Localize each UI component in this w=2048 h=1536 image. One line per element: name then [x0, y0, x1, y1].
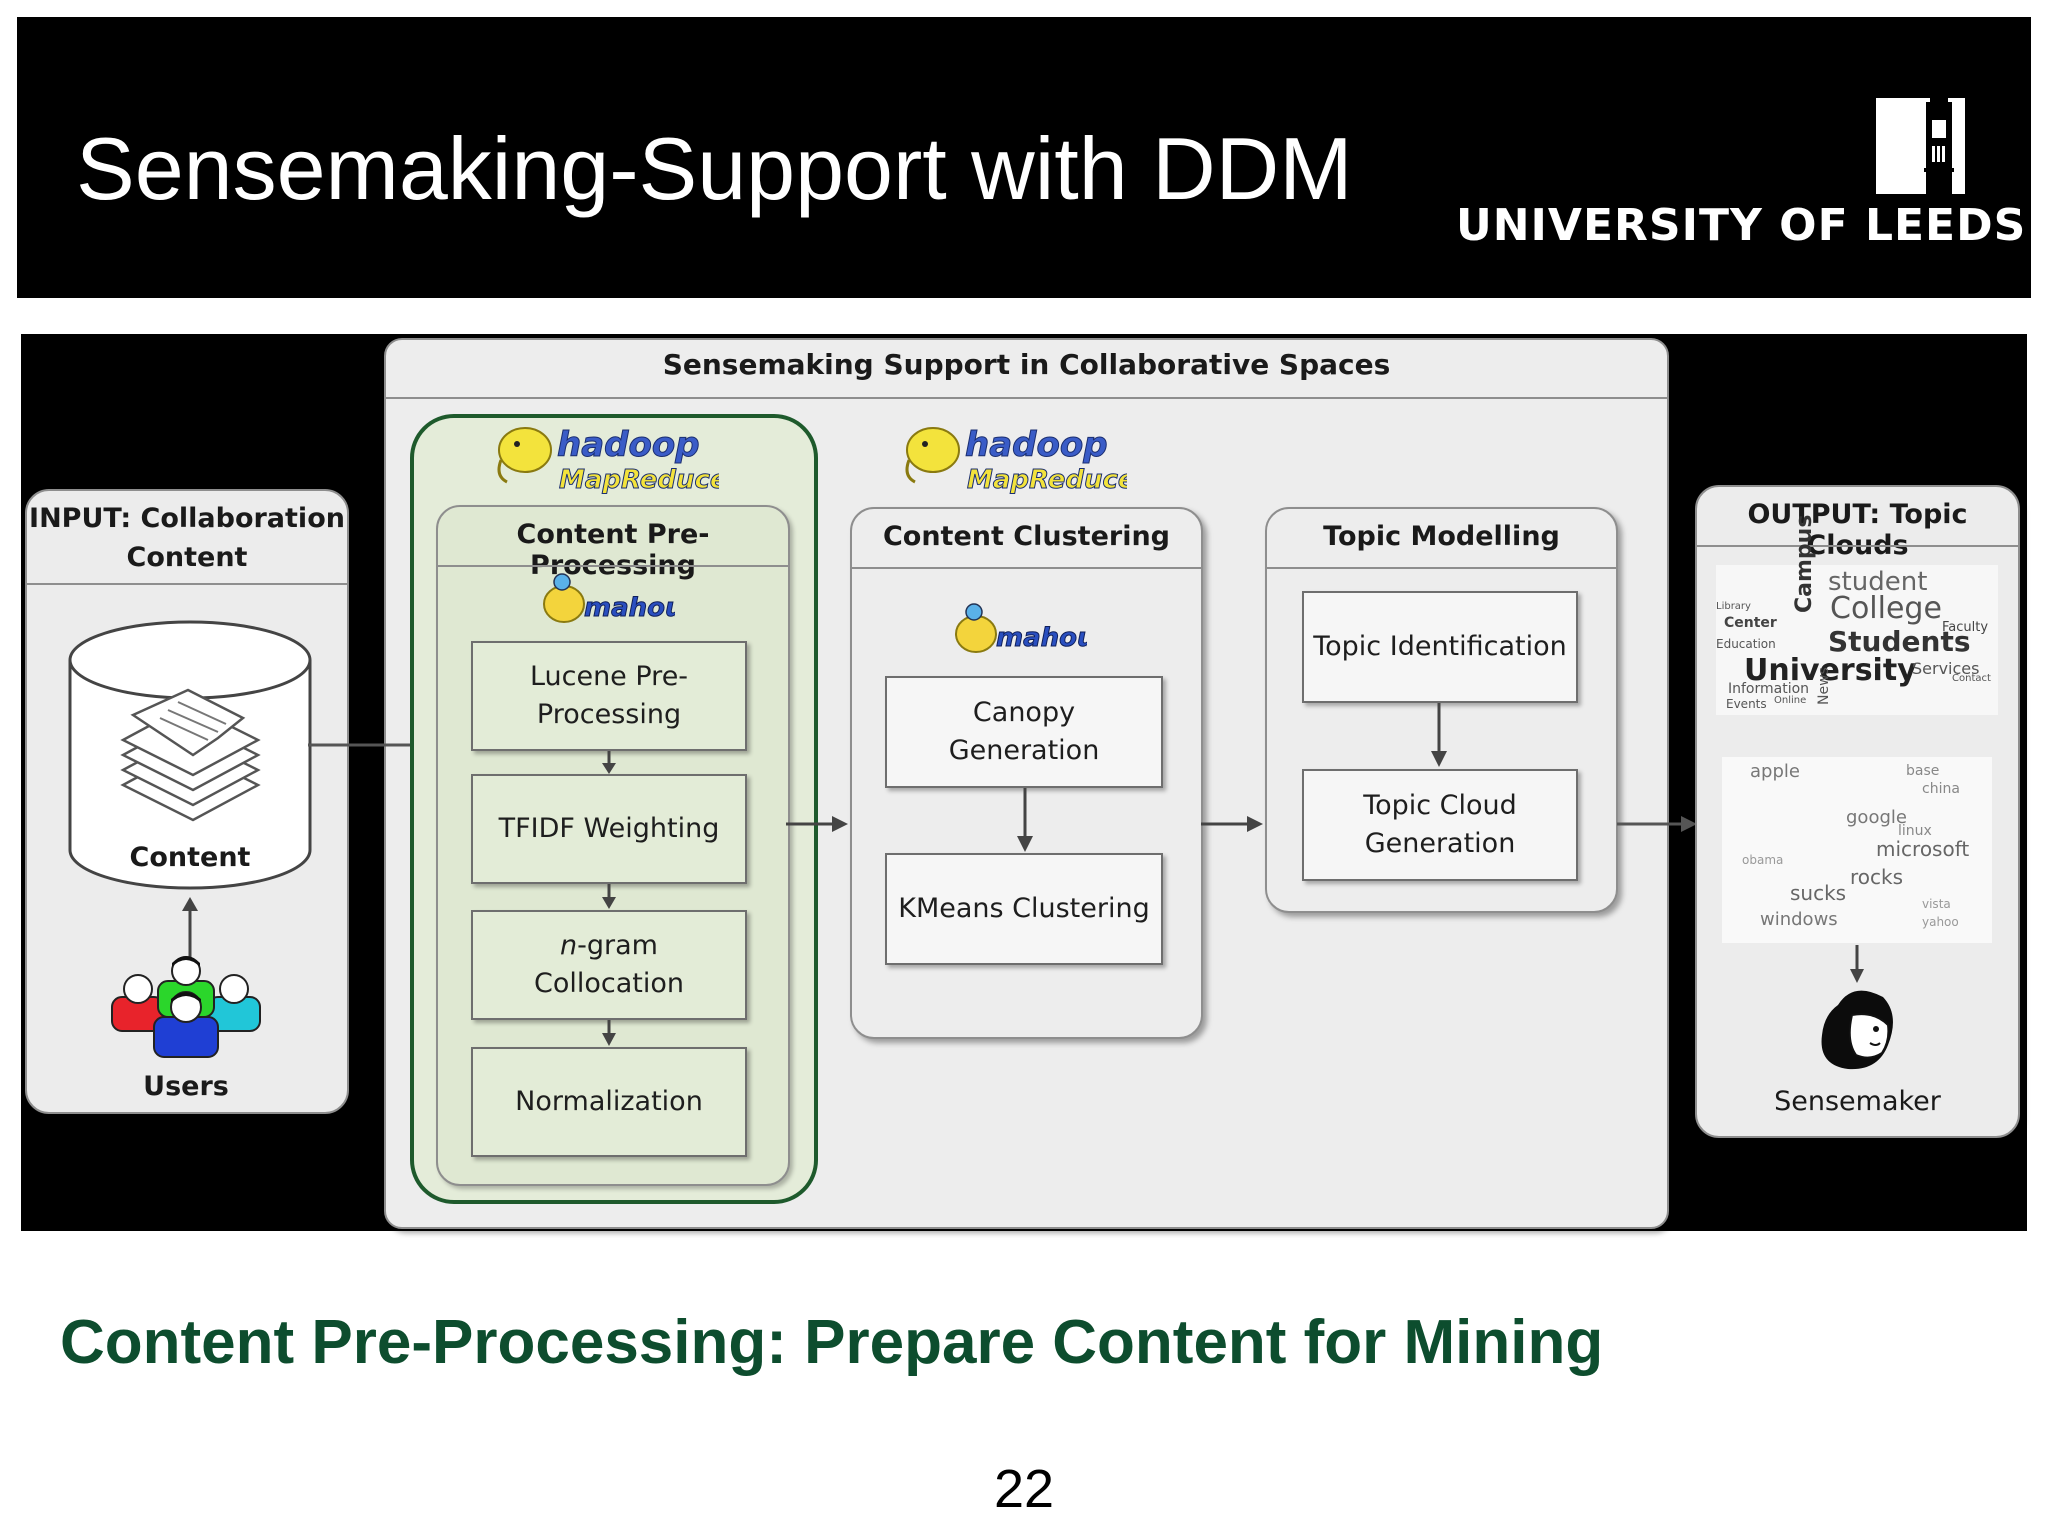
lucene-line1: Lucene Pre-	[529, 661, 689, 693]
cloud1-word: Contact	[1952, 673, 1991, 684]
clustering-title: Content Clustering	[882, 521, 1171, 552]
sensemaker-icon	[1821, 990, 1893, 1070]
kmeans-clustering-box: KMeans Clustering	[885, 853, 1163, 965]
users-icon	[111, 956, 261, 1058]
cloud2-word: linux	[1898, 823, 1932, 839]
output-title-divider	[1697, 545, 2018, 547]
input-title-divider	[27, 583, 347, 585]
normalization-box: Normalization	[471, 1047, 747, 1157]
cloud2-word: google	[1846, 807, 1907, 828]
cloud1-word: Faculty	[1942, 620, 1989, 635]
users-label: Users	[143, 1071, 229, 1102]
ngram-rest: -gram Collocation	[533, 930, 684, 999]
topic-to-output-arrow	[1617, 816, 1697, 832]
ngram-italic-n: n	[560, 930, 578, 962]
clustering-title-divider	[852, 567, 1201, 569]
topic-modelling-title-divider	[1267, 567, 1616, 569]
page-number: 22	[993, 1459, 1055, 1519]
cloud1-word: Students	[1828, 625, 1971, 658]
preprocessing-step-arrows	[602, 751, 616, 1046]
cloud1-word: Library	[1716, 601, 1751, 612]
cloud2-word: obama	[1742, 853, 1784, 867]
cloud2-word: microsoft	[1876, 837, 1970, 861]
cloud2-word: vista	[1922, 897, 1951, 911]
cloud1-word: College	[1830, 591, 1942, 626]
topic-modelling-title: Topic Modelling	[1323, 521, 1560, 552]
mapreduce-logo-text-2: MapReduce	[967, 465, 1127, 495]
cloud1-word: Online	[1774, 695, 1807, 706]
cloud2-word: base	[1906, 763, 1940, 779]
cloud1-word: Education	[1716, 637, 1776, 651]
collaborative-spaces-title: Sensemaking Support in Collaborative Spa…	[662, 348, 1391, 381]
mahout-logo-icon-2: mahout	[955, 603, 1087, 654]
input-title-line1: INPUT: Collaboration	[29, 503, 345, 534]
cloud2-word: windows	[1760, 909, 1838, 930]
cloud1-word: Campus	[1792, 514, 1817, 613]
university-tower-icon	[1876, 98, 1965, 194]
hadoop-logo-text: hadoop	[557, 425, 700, 465]
cloud1-word: University	[1744, 653, 1917, 688]
cloud1-word: Services	[1912, 659, 1980, 678]
cloud-to-sensemaker-arrow	[1850, 945, 1864, 983]
preprocessing-to-clustering-arrow	[786, 816, 848, 832]
lucene-line2: Processing	[536, 699, 682, 730]
tfidf-weighting-box: TFIDF Weighting	[471, 774, 747, 884]
input-panel-title: INPUT: Collaboration Content	[27, 499, 347, 577]
slide-title: Sensemaking-Support with DDM	[76, 119, 1353, 218]
cloud1-word: Information	[1728, 681, 1810, 697]
canopy-generation-box: Canopy Generation	[885, 676, 1163, 788]
mapreduce-logo-text: MapReduce	[559, 465, 719, 495]
hadoop-logo-icon-2: hadoop MapReduce	[905, 425, 1127, 496]
ngram-collocation-box: n-gram Collocation	[471, 910, 747, 1020]
cloud1-word: Center	[1724, 615, 1777, 631]
content-database-icon	[68, 620, 312, 890]
cloud1-word: Events	[1726, 697, 1767, 711]
canopy-to-kmeans-arrow	[1017, 788, 1033, 852]
hadoop-logo-icon: hadoop MapReduce	[497, 425, 719, 496]
hadoop-logo-text-2: hadoop	[965, 425, 1108, 465]
mahout-logo-icon: mahout	[543, 573, 675, 624]
input-title-line2: Content	[126, 542, 248, 574]
topic-cloud-1: student College Students University Camp…	[1716, 515, 1998, 715]
mahout-logo-text: mahout	[584, 593, 675, 623]
cloud1-word: student	[1828, 567, 1928, 597]
sensemaker-label: Sensemaker	[1774, 1086, 1941, 1117]
topic-identification-box: Topic Identification	[1302, 591, 1578, 703]
mahout-logo-text-2: mahout	[996, 623, 1087, 653]
topic-cloud-line1: Topic Cloud	[1363, 790, 1517, 822]
topic-cloud-2: apple base china google linux microsoft …	[1722, 757, 1992, 943]
preprocessing-title-divider	[438, 565, 788, 567]
content-label: Content	[129, 842, 251, 873]
clustering-to-topic-arrow	[1201, 816, 1263, 832]
cloud1-word: News	[1816, 667, 1832, 705]
cloud2-word: china	[1922, 781, 1960, 797]
header-bar	[17, 17, 2031, 298]
cloud2-word: yahoo	[1922, 915, 1959, 929]
cloud2-word: apple	[1750, 761, 1800, 782]
university-name: UNIVERSITY OF LEEDS	[1456, 200, 2027, 251]
lucene-preprocessing-box: Lucene Pre- Processing	[471, 641, 747, 751]
topic-cloud-line2: Generation	[1364, 828, 1516, 859]
topic-cloud-generation-box: Topic Cloud Generation	[1302, 769, 1578, 881]
cloud2-word: rocks	[1850, 865, 1904, 889]
cloud2-word: sucks	[1790, 881, 1847, 905]
slide-caption: Content Pre-Processing: Prepare Content …	[60, 1308, 1604, 1377]
identification-to-cloud-arrow	[1431, 703, 1447, 767]
title-divider	[386, 397, 1667, 399]
output-title: OUTPUT: Topic Clouds	[1747, 499, 1968, 561]
